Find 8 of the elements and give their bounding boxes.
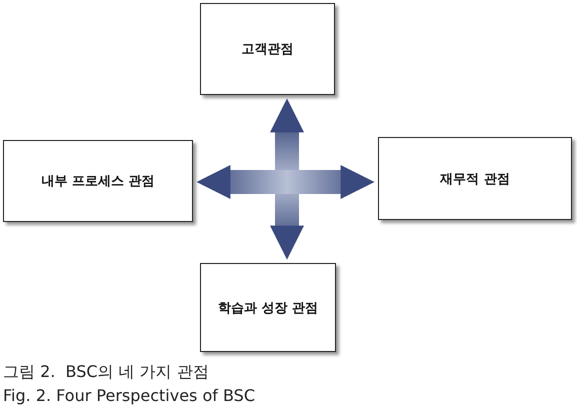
figure-caption: 그림 2. BSC의 네 가지 관점 — [3, 362, 209, 383]
perspective-box: 재무적 관점 — [378, 137, 572, 220]
double-headed-arrow — [270, 98, 304, 260]
figure-caption-english: Fig. 2. Four Perspectives of BSC — [3, 386, 256, 405]
perspective-box: 학습과 성장 관점 — [200, 263, 336, 352]
perspective-box: 내부 프로세스 관점 — [3, 140, 193, 222]
perspective-box: 고객관점 — [200, 3, 335, 95]
double-headed-arrow — [196, 165, 375, 199]
